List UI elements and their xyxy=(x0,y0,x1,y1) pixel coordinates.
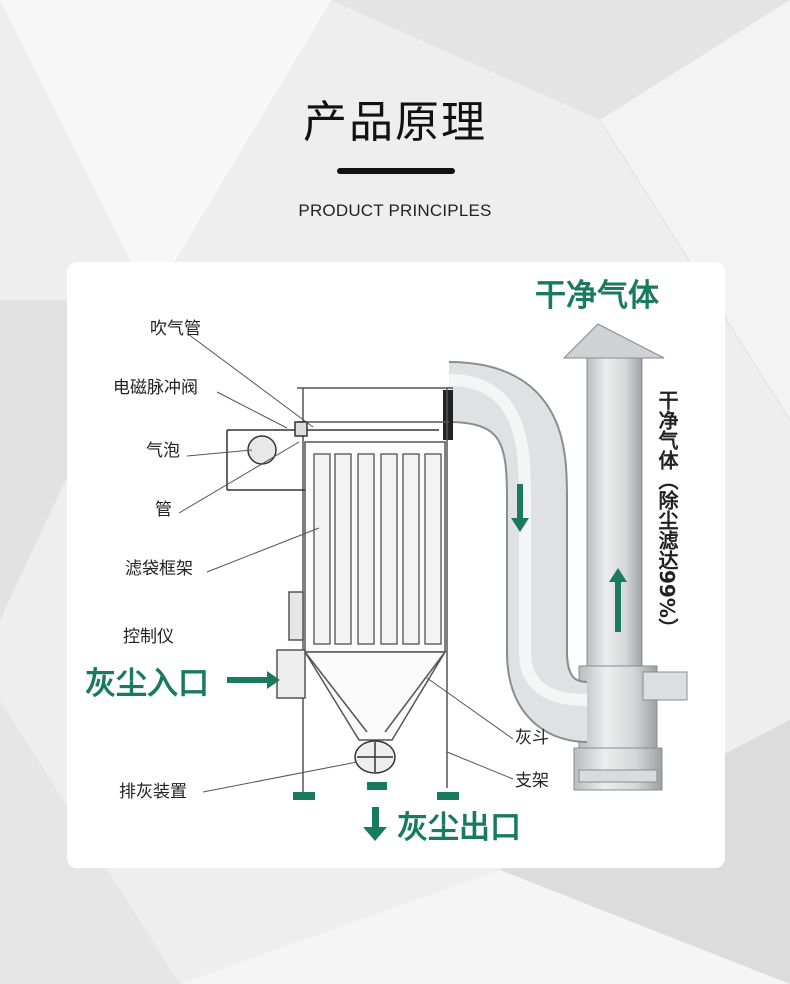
arrow-down-icon xyxy=(511,484,529,532)
label-support: 支架 xyxy=(515,771,549,791)
label-discharge-device: 排灰装置 xyxy=(119,782,187,802)
label-controller: 控制仪 xyxy=(123,627,174,647)
chimney-stack xyxy=(562,323,688,791)
label-pipe: 管 xyxy=(155,500,172,520)
dust-collector-diagram: 吹气管 电磁脉冲阀 气泡 管 滤袋框架 控制仪 灰尘入口 排灰装置 灰斗 支架 … xyxy=(85,278,688,846)
label-ash-hopper: 灰斗 xyxy=(515,728,549,748)
arrow-up-icon xyxy=(609,568,627,632)
title-underline xyxy=(337,168,455,174)
label-air-bag: 气泡 xyxy=(146,441,180,461)
page-subtitle: PRODUCT PRINCIPLES xyxy=(298,201,492,220)
label-clean-gas: 干净气体 xyxy=(535,278,659,314)
arrow-right-icon xyxy=(227,671,280,689)
label-dust-inlet: 灰尘入口 xyxy=(85,666,209,702)
leader-lines xyxy=(178,333,514,793)
arrow-down-icon xyxy=(363,807,387,841)
label-solenoid-valve: 电磁脉冲阀 xyxy=(113,378,198,398)
label-blow-pipe: 吹气管 xyxy=(150,319,201,339)
label-vertical-note: 干净气体（除尘滤达99%） xyxy=(655,390,679,638)
label-dust-outlet: 灰尘出口 xyxy=(397,810,521,846)
diagram-card: 吹气管 电磁脉冲阀 气泡 管 滤袋框架 控制仪 灰尘入口 排灰装置 灰斗 支架 … xyxy=(67,262,725,868)
pulse-valve-assembly xyxy=(226,421,439,491)
filter-bags xyxy=(313,453,442,645)
page-title: 产品原理 xyxy=(303,97,487,148)
label-filter-frame: 滤袋框架 xyxy=(125,559,193,579)
discharge-valve xyxy=(354,740,396,774)
connecting-duct xyxy=(443,361,589,743)
